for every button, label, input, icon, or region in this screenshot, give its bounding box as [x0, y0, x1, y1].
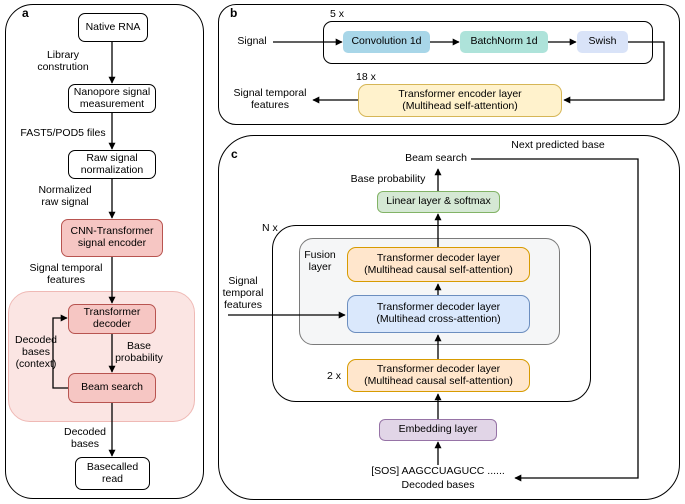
nanopore-measurement-box: Nanopore signal measurement: [68, 84, 156, 113]
signal-input-label: Signal: [237, 35, 267, 47]
basecalled-read-box: Basecalled read: [75, 457, 150, 490]
panel-b-label: b: [230, 6, 238, 20]
arrow-swish-to-transformer-encoder: [563, 41, 665, 104]
decoder-causal-bottom-box: Transformer decoder layer (Multihead cau…: [347, 359, 530, 392]
signal-temporal-features-label-a: Signal temporal features: [29, 262, 103, 286]
repeat-18x-label: 18 x: [356, 71, 376, 83]
panel-a-outline: [5, 4, 204, 499]
library-construction-label: Library constrution: [37, 49, 89, 73]
native-rna-box: Native RNA: [78, 13, 148, 42]
beam-search-label-c: Beam search: [405, 152, 467, 164]
arrow-next-predicted-base-loop: [471, 158, 639, 482]
arrow-context-feedback: [52, 314, 68, 389]
linear-softmax-box: Linear layer & softmax: [377, 191, 500, 213]
decoded-bases-context-label: Decoded bases (context): [14, 334, 58, 370]
normalized-raw-signal-label: Normalized raw signal: [38, 184, 92, 208]
convolution-1d-box: Convolution 1d: [343, 31, 430, 53]
decoder-cross-attention-box: Transformer decoder layer (Multihead cro…: [347, 295, 530, 333]
decoder-causal-top-box: Transformer decoder layer (Multihead cau…: [347, 247, 530, 282]
sos-sequence-label: [SOS] AAGCCUAGUCC ......: [371, 465, 505, 477]
fast5-pod5-label: FAST5/POD5 files: [20, 127, 106, 139]
base-probability-label-c: Base probability: [350, 173, 426, 185]
signal-temporal-features-label-c: Signal temporal features: [222, 275, 264, 311]
transformer-encoder-layer-box: Transformer encoder layer (Multihead sel…: [358, 84, 562, 117]
decoded-bases-label-a: Decoded bases: [63, 426, 107, 450]
repeat-nx-label: N x: [262, 222, 278, 234]
repeat-2x-label: 2 x: [327, 370, 342, 382]
beam-search-box: Beam search: [68, 373, 156, 403]
next-predicted-base-label: Next predicted base: [511, 139, 605, 151]
decoded-bases-label-c: Decoded bases: [401, 479, 475, 491]
transformer-decoder-box: Transformer decoder: [68, 304, 156, 334]
panel-c-outline: [218, 135, 680, 500]
base-probability-label-a: Base probability: [115, 340, 163, 364]
panel-c-label: c: [231, 147, 238, 161]
nx-decoder-container: [272, 225, 591, 402]
panel-a-label: a: [22, 6, 29, 20]
fusion-layer-label: Fusion layer: [304, 249, 336, 273]
raw-signal-normalization-box: Raw signal normalization: [68, 150, 156, 179]
swish-box: Swish: [577, 31, 628, 53]
cnn-transformer-encoder-box: CNN-Transformer signal encoder: [61, 219, 163, 257]
repeat-5x-label: 5 x: [330, 8, 345, 20]
panel-b-outline: [218, 4, 680, 125]
embedding-layer-box: Embedding layer: [379, 419, 497, 441]
batchnorm-1d-box: BatchNorm 1d: [460, 31, 548, 53]
signal-temporal-features-label-b: Signal temporal features: [233, 87, 307, 111]
